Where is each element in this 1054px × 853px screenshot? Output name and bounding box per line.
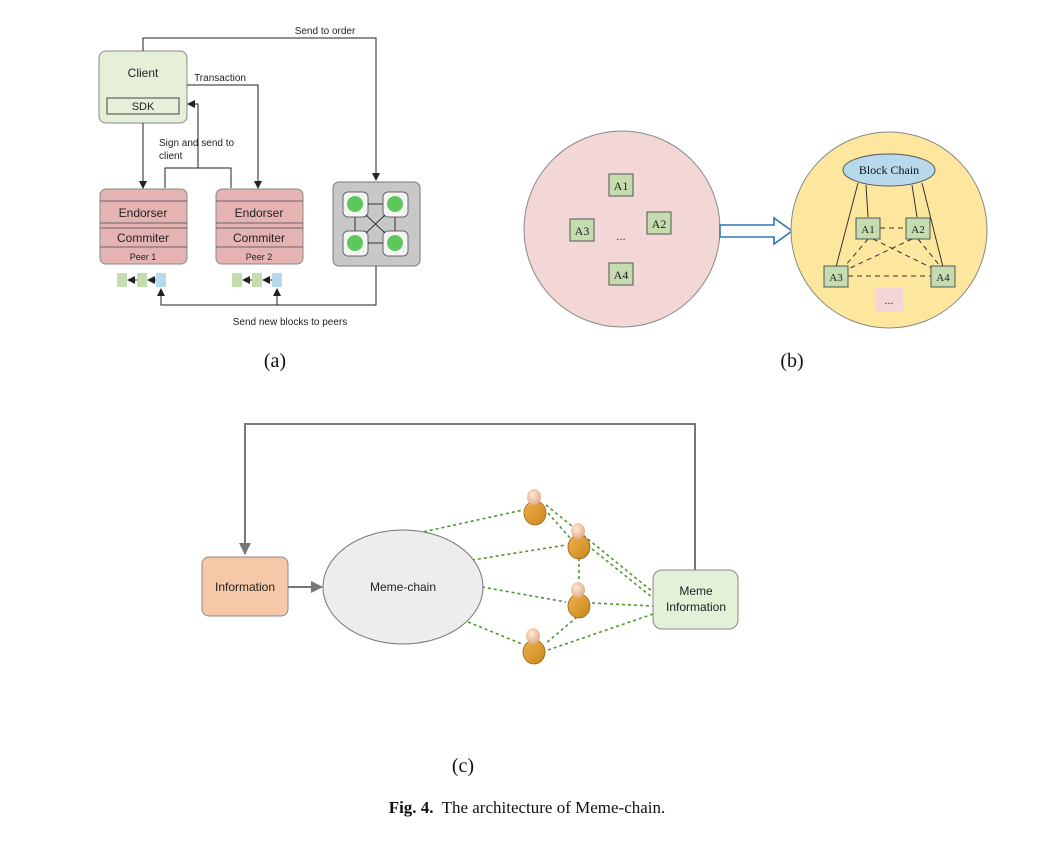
svg-text:A3: A3 — [575, 224, 590, 238]
meme-chain-label: Meme-chain — [370, 580, 436, 594]
panel-b: A1 A2 A3 A4 ... — [523, 130, 988, 372]
left-node-a3: A3 — [569, 218, 595, 242]
right-ellipsis: ... — [884, 295, 893, 307]
feedback-loop-arrow — [239, 423, 696, 570]
peer-2: Endorser Commiter Peer 2 — [215, 188, 304, 265]
right-ellipsis-box — [876, 288, 903, 311]
client-label: Client — [128, 66, 159, 80]
send-blocks-line — [157, 266, 377, 306]
svg-text:A4: A4 — [614, 268, 629, 282]
peer2-ledger-blocks — [232, 273, 282, 287]
left-ellipsis: ... — [616, 231, 625, 243]
peer-1: Endorser Commiter Peer 1 — [99, 188, 188, 265]
sign-send-label-2: client — [159, 151, 183, 162]
left-node-a2: A2 — [646, 211, 672, 235]
blockchain-ellipse — [842, 153, 936, 187]
transform-arrow — [719, 216, 794, 246]
sign-send-label-1: Sign and send to — [159, 138, 234, 149]
send-to-order-arrow — [142, 37, 380, 181]
peer1-name: Peer 1 — [130, 252, 157, 262]
person-icon — [567, 582, 591, 619]
svg-text:A1: A1 — [861, 224, 874, 236]
sign-send-up-arrow — [187, 100, 199, 168]
transaction-label: Transaction — [194, 73, 246, 84]
orderer-node — [332, 181, 421, 267]
meme-chain-ellipse — [322, 529, 484, 645]
svg-text:A2: A2 — [652, 217, 667, 231]
person-icon — [523, 489, 547, 526]
agents-circle — [523, 130, 721, 328]
caption-text: The architecture of Meme-chain. — [441, 798, 666, 817]
right-node-a4: A4 — [930, 265, 956, 288]
peer1-endorser: Endorser — [119, 206, 168, 220]
right-node-a2: A2 — [905, 217, 931, 240]
meme-info-label-2: Information — [666, 600, 726, 614]
caption-label: Fig. 4. — [388, 798, 434, 817]
left-node-a1: A1 — [608, 173, 634, 197]
panel-a: Client SDK Send to order Transaction Sig… — [98, 26, 421, 372]
peer2-commiter: Commiter — [233, 231, 285, 245]
peer2-name: Peer 2 — [246, 252, 273, 262]
left-node-a4: A4 — [608, 262, 634, 286]
sdk-box — [106, 97, 180, 115]
blockchain-links — [835, 182, 944, 268]
meme-info-label-1: Meme — [679, 584, 713, 598]
sign-send-arrow — [164, 167, 232, 188]
svg-text:A2: A2 — [911, 224, 924, 236]
panel-a-label: (a) — [264, 350, 286, 372]
panel-c-label: (c) — [452, 755, 474, 777]
meme-links — [417, 504, 654, 651]
svg-text:A1: A1 — [614, 179, 629, 193]
sdk-label: SDK — [132, 101, 155, 113]
person-icon — [522, 628, 546, 665]
person-icon — [567, 523, 591, 560]
right-node-a1: A1 — [855, 217, 881, 240]
right-node-a3: A3 — [823, 265, 849, 288]
peer2-endorser: Endorser — [235, 206, 284, 220]
meme-information-box — [652, 569, 739, 630]
figure-caption: Fig. 4. The architecture of Meme-chain. — [0, 798, 1054, 818]
blockchain-label: Block Chain — [859, 163, 919, 177]
information-label: Information — [215, 580, 275, 594]
peer1-ledger-blocks — [117, 273, 166, 287]
peer1-commiter: Commiter — [117, 231, 169, 245]
svg-text:A3: A3 — [829, 272, 843, 284]
panel-c: Information Meme-chain Meme Information — [201, 423, 739, 777]
transaction-arrow — [187, 84, 262, 189]
panel-b-label: (b) — [780, 350, 803, 372]
svg-text:A4: A4 — [936, 272, 950, 284]
send-blocks-label: Send new blocks to peers — [233, 317, 348, 328]
send-to-order-label: Send to order — [295, 26, 356, 37]
peer-dashed-links — [844, 227, 941, 277]
